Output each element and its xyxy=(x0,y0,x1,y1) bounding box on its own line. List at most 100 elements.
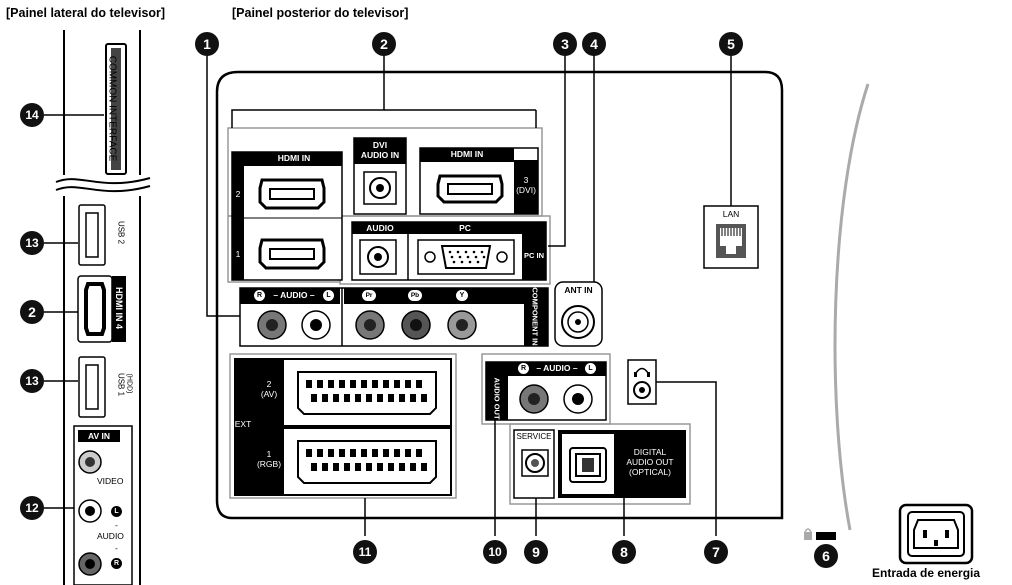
callout-9: 9 xyxy=(524,540,548,564)
hdmi4-label: HDMI IN 4 xyxy=(114,286,124,329)
scart-pin xyxy=(421,463,427,471)
ant-in-label: ANT IN xyxy=(564,285,593,295)
callout-12: 12 xyxy=(20,496,44,520)
pb-badge: Pb xyxy=(408,290,422,301)
scart-pin xyxy=(355,463,361,471)
ext-label: EXT xyxy=(234,419,252,429)
callout-5: 5 xyxy=(719,32,743,56)
scart-pin xyxy=(399,463,405,471)
scart-pin xyxy=(322,394,328,402)
video-label: VIDEO xyxy=(97,476,124,486)
callout-11: 11 xyxy=(353,540,377,564)
dvi-label-line2: AUDIO IN xyxy=(360,150,400,160)
y-badge: Y xyxy=(456,290,468,301)
component-in-label: COMPONENT IN xyxy=(530,287,540,346)
scart-pin xyxy=(377,394,383,402)
scart-pin xyxy=(322,463,328,471)
scart-pin xyxy=(317,449,323,457)
scart-pin xyxy=(366,394,372,402)
ext1-rgb-label: (RGB) xyxy=(256,459,282,469)
dvi-label-line1: DVI xyxy=(372,140,388,150)
scart-pin xyxy=(405,380,411,388)
digital-label-line1: DIGITAL xyxy=(633,447,667,457)
callout-4: 4 xyxy=(582,32,606,56)
scart-pin xyxy=(394,449,400,457)
scart-pin xyxy=(388,463,394,471)
scart-pin xyxy=(383,380,389,388)
audio-l-badge: L xyxy=(111,506,122,517)
common-interface-label: COMMON INTERFACE xyxy=(106,55,118,162)
scart-pin xyxy=(311,394,317,402)
scart-pin xyxy=(421,394,427,402)
callout-2: 2 xyxy=(372,32,396,56)
scart-pin xyxy=(344,394,350,402)
audio-label: AUDIO xyxy=(97,531,124,541)
callout-3: 3 xyxy=(553,32,577,56)
power-input-label: Entrada de energia xyxy=(872,566,981,580)
scart-pin xyxy=(388,394,394,402)
scart-pin xyxy=(383,449,389,457)
audio-in-r-badge: R xyxy=(254,290,265,301)
scart-pin xyxy=(344,463,350,471)
callout-2-side: 2 xyxy=(20,300,44,324)
scart-pin xyxy=(350,449,356,457)
scart-pin xyxy=(416,380,422,388)
pc-label: PC xyxy=(459,223,471,233)
scart-pin xyxy=(361,380,367,388)
scart-pin xyxy=(317,380,323,388)
hdmi-1-label: 1 xyxy=(235,249,241,259)
callout-13: 13 xyxy=(20,231,44,255)
ext1-label: 1 xyxy=(266,449,272,459)
usb2-label: USB 2 xyxy=(116,220,126,245)
callout-8: 8 xyxy=(612,540,636,564)
usb1-label: USB 1 xyxy=(116,372,126,397)
scart-pin xyxy=(339,380,345,388)
scart-pin xyxy=(410,463,416,471)
scart-pin xyxy=(350,380,356,388)
hdmi-in-left-label: HDMI IN xyxy=(277,153,311,163)
av-in-label: AV IN xyxy=(78,430,120,442)
callout-10: 10 xyxy=(483,540,507,564)
scart-pin xyxy=(306,449,312,457)
ext2-label: 2 xyxy=(266,379,272,389)
scart-pin xyxy=(306,380,312,388)
audio-out-header: – AUDIO – xyxy=(536,363,578,373)
audio-in-l-badge: L xyxy=(323,290,334,301)
audio-out-label: AUDIO OUT xyxy=(492,377,502,420)
audio-r-badge: R xyxy=(111,558,122,569)
digital-label-line2: AUDIO OUT xyxy=(626,457,674,467)
audio-out-r-badge: R xyxy=(518,363,529,374)
audio-in-header: – AUDIO – xyxy=(273,290,315,300)
scart-pin xyxy=(339,449,345,457)
pc-in-label: PC IN xyxy=(523,251,544,260)
scart-pin xyxy=(361,449,367,457)
scart-pin xyxy=(328,380,334,388)
callout-1: 1 xyxy=(195,32,219,56)
lan-label: LAN xyxy=(722,209,740,219)
scart-pin xyxy=(333,463,339,471)
scart-pin xyxy=(328,449,334,457)
scart-pin xyxy=(355,394,361,402)
audio-out-l-badge: L xyxy=(585,363,596,374)
callout-6: 6 xyxy=(814,544,838,568)
callout-13-usb1: 13 xyxy=(20,369,44,393)
scart-pin xyxy=(410,394,416,402)
digital-label-line3: (OPTICAL) xyxy=(628,467,672,477)
ext2-av-label: (AV) xyxy=(260,389,278,399)
rear-panel-heading: [Painel posterior do televisor] xyxy=(232,6,409,20)
rear-panel xyxy=(206,52,974,565)
scart-pin xyxy=(416,449,422,457)
usb1-note: (HDD) xyxy=(125,373,133,394)
hdmi-3-dvi-label: (DVI) xyxy=(516,185,536,195)
hdmi-2-label: 2 xyxy=(235,189,241,199)
pc-audio-label: AUDIO xyxy=(366,223,394,233)
hdmi-in-right-label: HDMI IN xyxy=(450,149,484,159)
scart-pin xyxy=(399,394,405,402)
scart-pin xyxy=(311,463,317,471)
scart-pin xyxy=(405,449,411,457)
service-label: SERVICE xyxy=(516,432,552,441)
dash-top: - xyxy=(115,520,118,530)
callout-7: 7 xyxy=(704,540,728,564)
